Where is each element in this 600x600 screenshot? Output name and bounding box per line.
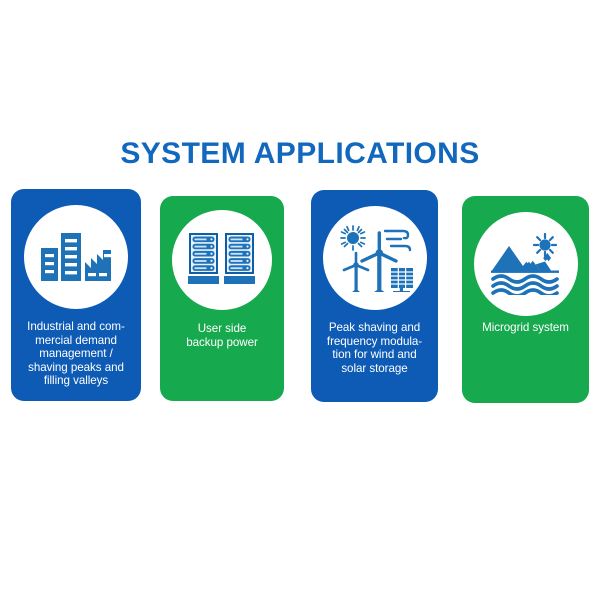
caption-line: User side bbox=[197, 322, 247, 335]
wind-solar-icon bbox=[335, 224, 415, 292]
card-caption: User side backup power bbox=[160, 322, 284, 349]
caption-line: Industrial and com- bbox=[27, 320, 125, 333]
server-rack-icon bbox=[188, 232, 256, 288]
icon-disc bbox=[24, 205, 128, 309]
mountain-water-sun-icon bbox=[489, 233, 563, 295]
factory-buildings-icon bbox=[40, 232, 112, 282]
caption-line: management / bbox=[39, 347, 113, 361]
caption-line: Microgrid system bbox=[482, 321, 569, 334]
caption-line: backup power bbox=[186, 335, 258, 349]
application-card-industrial[interactable]: Industrial and com- mercial demand manag… bbox=[11, 189, 141, 401]
caption-line: tion for wind and bbox=[332, 348, 417, 362]
application-card-microgrid[interactable]: Microgrid system bbox=[462, 196, 589, 403]
caption-line: filling valleys bbox=[43, 374, 109, 388]
icon-disc bbox=[172, 210, 272, 310]
card-caption: Industrial and com- mercial demand manag… bbox=[11, 320, 141, 388]
caption-line: mercial demand bbox=[35, 333, 117, 347]
application-card-wind-solar[interactable]: Peak shaving and frequency modula- tion … bbox=[311, 190, 438, 402]
page-title: SYSTEM APPLICATIONS bbox=[120, 137, 480, 170]
application-card-backup-power[interactable]: User side backup power bbox=[160, 196, 284, 401]
caption-line: shaving peaks and bbox=[28, 360, 124, 374]
caption-line: solar storage bbox=[341, 361, 408, 375]
caption-line: frequency modula- bbox=[326, 334, 423, 348]
card-caption: Microgrid system bbox=[462, 321, 589, 335]
icon-disc bbox=[322, 206, 427, 310]
caption-line: Peak shaving and bbox=[328, 321, 421, 334]
card-caption: Peak shaving and frequency modula- tion … bbox=[311, 321, 438, 375]
icon-disc bbox=[473, 212, 578, 316]
